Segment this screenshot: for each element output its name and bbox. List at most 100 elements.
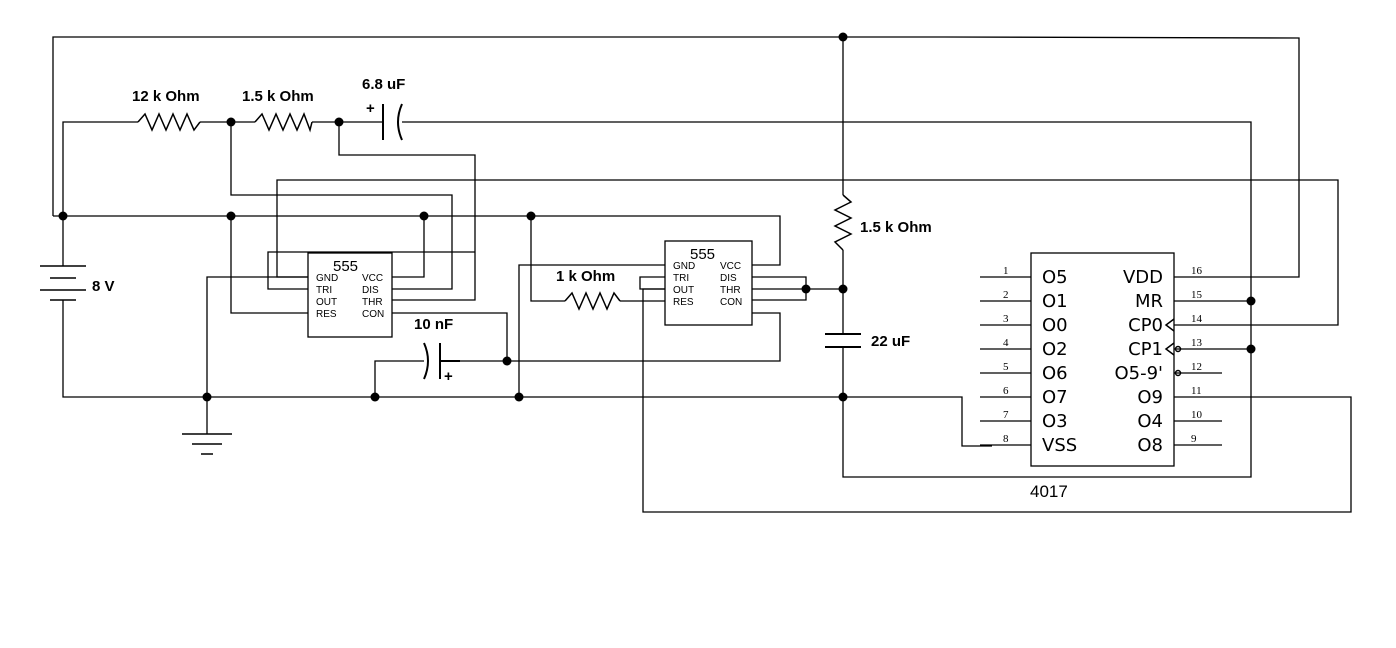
counter-pin-number: 2 bbox=[1003, 289, 1009, 301]
counter-pin-number: 4 bbox=[1003, 337, 1009, 349]
timer1-name: 555 bbox=[333, 258, 358, 275]
label-r3: 1 k Ohm bbox=[556, 268, 615, 285]
wire-dis1 bbox=[230, 122, 453, 290]
timer2-pin-tri: TRI bbox=[673, 273, 689, 284]
wire-battery-plus bbox=[62, 121, 138, 255]
resistor-r1 bbox=[137, 112, 201, 132]
wire-positive-rail bbox=[53, 215, 781, 266]
counter-pin-name: O3 bbox=[1042, 411, 1068, 432]
counter-pin-number: 16 bbox=[1191, 265, 1203, 277]
counter-pin-name: O9 bbox=[1137, 387, 1163, 408]
junction-dot bbox=[1246, 296, 1256, 306]
timer1-pin-dis: DIS bbox=[362, 285, 379, 296]
counter-pin-number: 7 bbox=[1003, 409, 1009, 421]
counter-pin-name: CP1 bbox=[1128, 339, 1163, 360]
battery bbox=[40, 255, 86, 301]
counter-pin-number: 12 bbox=[1191, 361, 1202, 373]
timer1-pin-thr: THR bbox=[362, 297, 383, 308]
timer1-pin-con: CON bbox=[362, 309, 384, 320]
timer1-pin-vcc: VCC bbox=[362, 273, 383, 284]
wire-tri2-left bbox=[639, 276, 665, 290]
timer2-name: 555 bbox=[690, 246, 715, 263]
counter-pin-name: O8 bbox=[1137, 435, 1163, 456]
label-c2: 22 uF bbox=[871, 333, 910, 350]
junction-dot bbox=[226, 117, 236, 127]
junctions bbox=[58, 32, 1256, 402]
counter-pin-name: VDD bbox=[1123, 267, 1163, 288]
junction-dot bbox=[838, 284, 848, 294]
counter-pin-number: 5 bbox=[1003, 361, 1009, 373]
timer1-pin-tri: TRI bbox=[316, 285, 332, 296]
counter-name: 4017 bbox=[1030, 482, 1068, 501]
wire-thr1-tri1 bbox=[267, 251, 475, 290]
timer2-pin-thr: THR bbox=[720, 285, 741, 296]
label-r1: 12 k Ohm bbox=[132, 88, 200, 105]
junction-dot bbox=[502, 356, 512, 366]
junction-dot bbox=[526, 211, 536, 221]
c1-plus-sign: + bbox=[366, 100, 375, 117]
capacitor-c3: + bbox=[423, 342, 460, 385]
clock-edge-icon bbox=[1164, 342, 1175, 356]
timer1-pin-res: RES bbox=[316, 309, 337, 320]
capacitor-c2 bbox=[825, 333, 861, 348]
c3-plus-sign: + bbox=[444, 368, 453, 385]
junction-dot bbox=[58, 211, 68, 221]
timer1-pin-out: OUT bbox=[316, 297, 337, 308]
wire-tri2 bbox=[752, 276, 843, 301]
counter-pin-name: O7 bbox=[1042, 387, 1068, 408]
junction-dot bbox=[226, 211, 236, 221]
wire-out2 bbox=[642, 288, 1352, 513]
counter-pin-number: 13 bbox=[1191, 337, 1203, 349]
counter-pin-name: VSS bbox=[1042, 435, 1077, 456]
counter-pin-name: O6 bbox=[1042, 363, 1068, 384]
label-r4: 1.5 k Ohm bbox=[860, 219, 932, 236]
label-c1: 6.8 uF bbox=[362, 76, 405, 93]
counter-pin-number: 11 bbox=[1191, 385, 1202, 397]
wires bbox=[52, 36, 1352, 513]
label-battery: 8 V bbox=[92, 278, 115, 295]
junction-dot bbox=[202, 392, 212, 402]
wire-c3 bbox=[374, 312, 781, 397]
counter-pin-number: 1 bbox=[1003, 265, 1009, 277]
counter-pin-name: O2 bbox=[1042, 339, 1068, 360]
junction-dot bbox=[838, 392, 848, 402]
wire-gnd1 bbox=[206, 276, 308, 397]
label-c3: 10 nF bbox=[414, 316, 453, 333]
counter-pin-number: 9 bbox=[1191, 433, 1197, 445]
resistor-r3 bbox=[564, 291, 621, 311]
resistor-r4 bbox=[833, 194, 853, 251]
wire-ground-rail bbox=[62, 300, 992, 447]
wire-thr1 bbox=[338, 122, 476, 301]
counter-pin-name: O1 bbox=[1042, 291, 1068, 312]
wire-res2 bbox=[530, 216, 665, 302]
counter-pin-number: 8 bbox=[1003, 433, 1009, 445]
counter-pin-number: 10 bbox=[1191, 409, 1203, 421]
timer-555-1: 555 GND TRI OUT RES VCC DIS THR CON bbox=[307, 252, 393, 338]
junction-dot bbox=[514, 392, 524, 402]
timer-555-2: 555 GND TRI OUT RES VCC DIS THR CON bbox=[664, 240, 753, 326]
counter-pin-name: O5 bbox=[1042, 267, 1068, 288]
timer2-pin-vcc: VCC bbox=[720, 261, 741, 272]
label-r2: 1.5 k Ohm bbox=[242, 88, 314, 105]
counter-pin-name: O4 bbox=[1137, 411, 1163, 432]
timer2-pin-dis: DIS bbox=[720, 273, 737, 284]
timer2-pin-con: CON bbox=[720, 297, 742, 308]
ground-icon bbox=[182, 433, 232, 455]
counter-pin-name: O0 bbox=[1042, 315, 1068, 336]
timer1-pin-gnd: GND bbox=[316, 273, 338, 284]
junction-dot bbox=[370, 392, 380, 402]
counter-pin-number: 15 bbox=[1191, 289, 1203, 301]
counter-pin-number: 6 bbox=[1003, 385, 1009, 397]
junction-dot bbox=[334, 117, 344, 127]
timer2-pin-out: OUT bbox=[673, 285, 694, 296]
counter-pin-number: 14 bbox=[1191, 313, 1203, 325]
counter-pin-name: O5-9' bbox=[1114, 363, 1163, 384]
wire-gnd2 bbox=[518, 264, 665, 397]
wire-top-rail bbox=[52, 36, 1300, 278]
junction-dot bbox=[838, 32, 848, 42]
junction-dot bbox=[801, 284, 811, 294]
wire-res1 bbox=[230, 216, 308, 314]
clock-edge-icon bbox=[1164, 318, 1175, 332]
